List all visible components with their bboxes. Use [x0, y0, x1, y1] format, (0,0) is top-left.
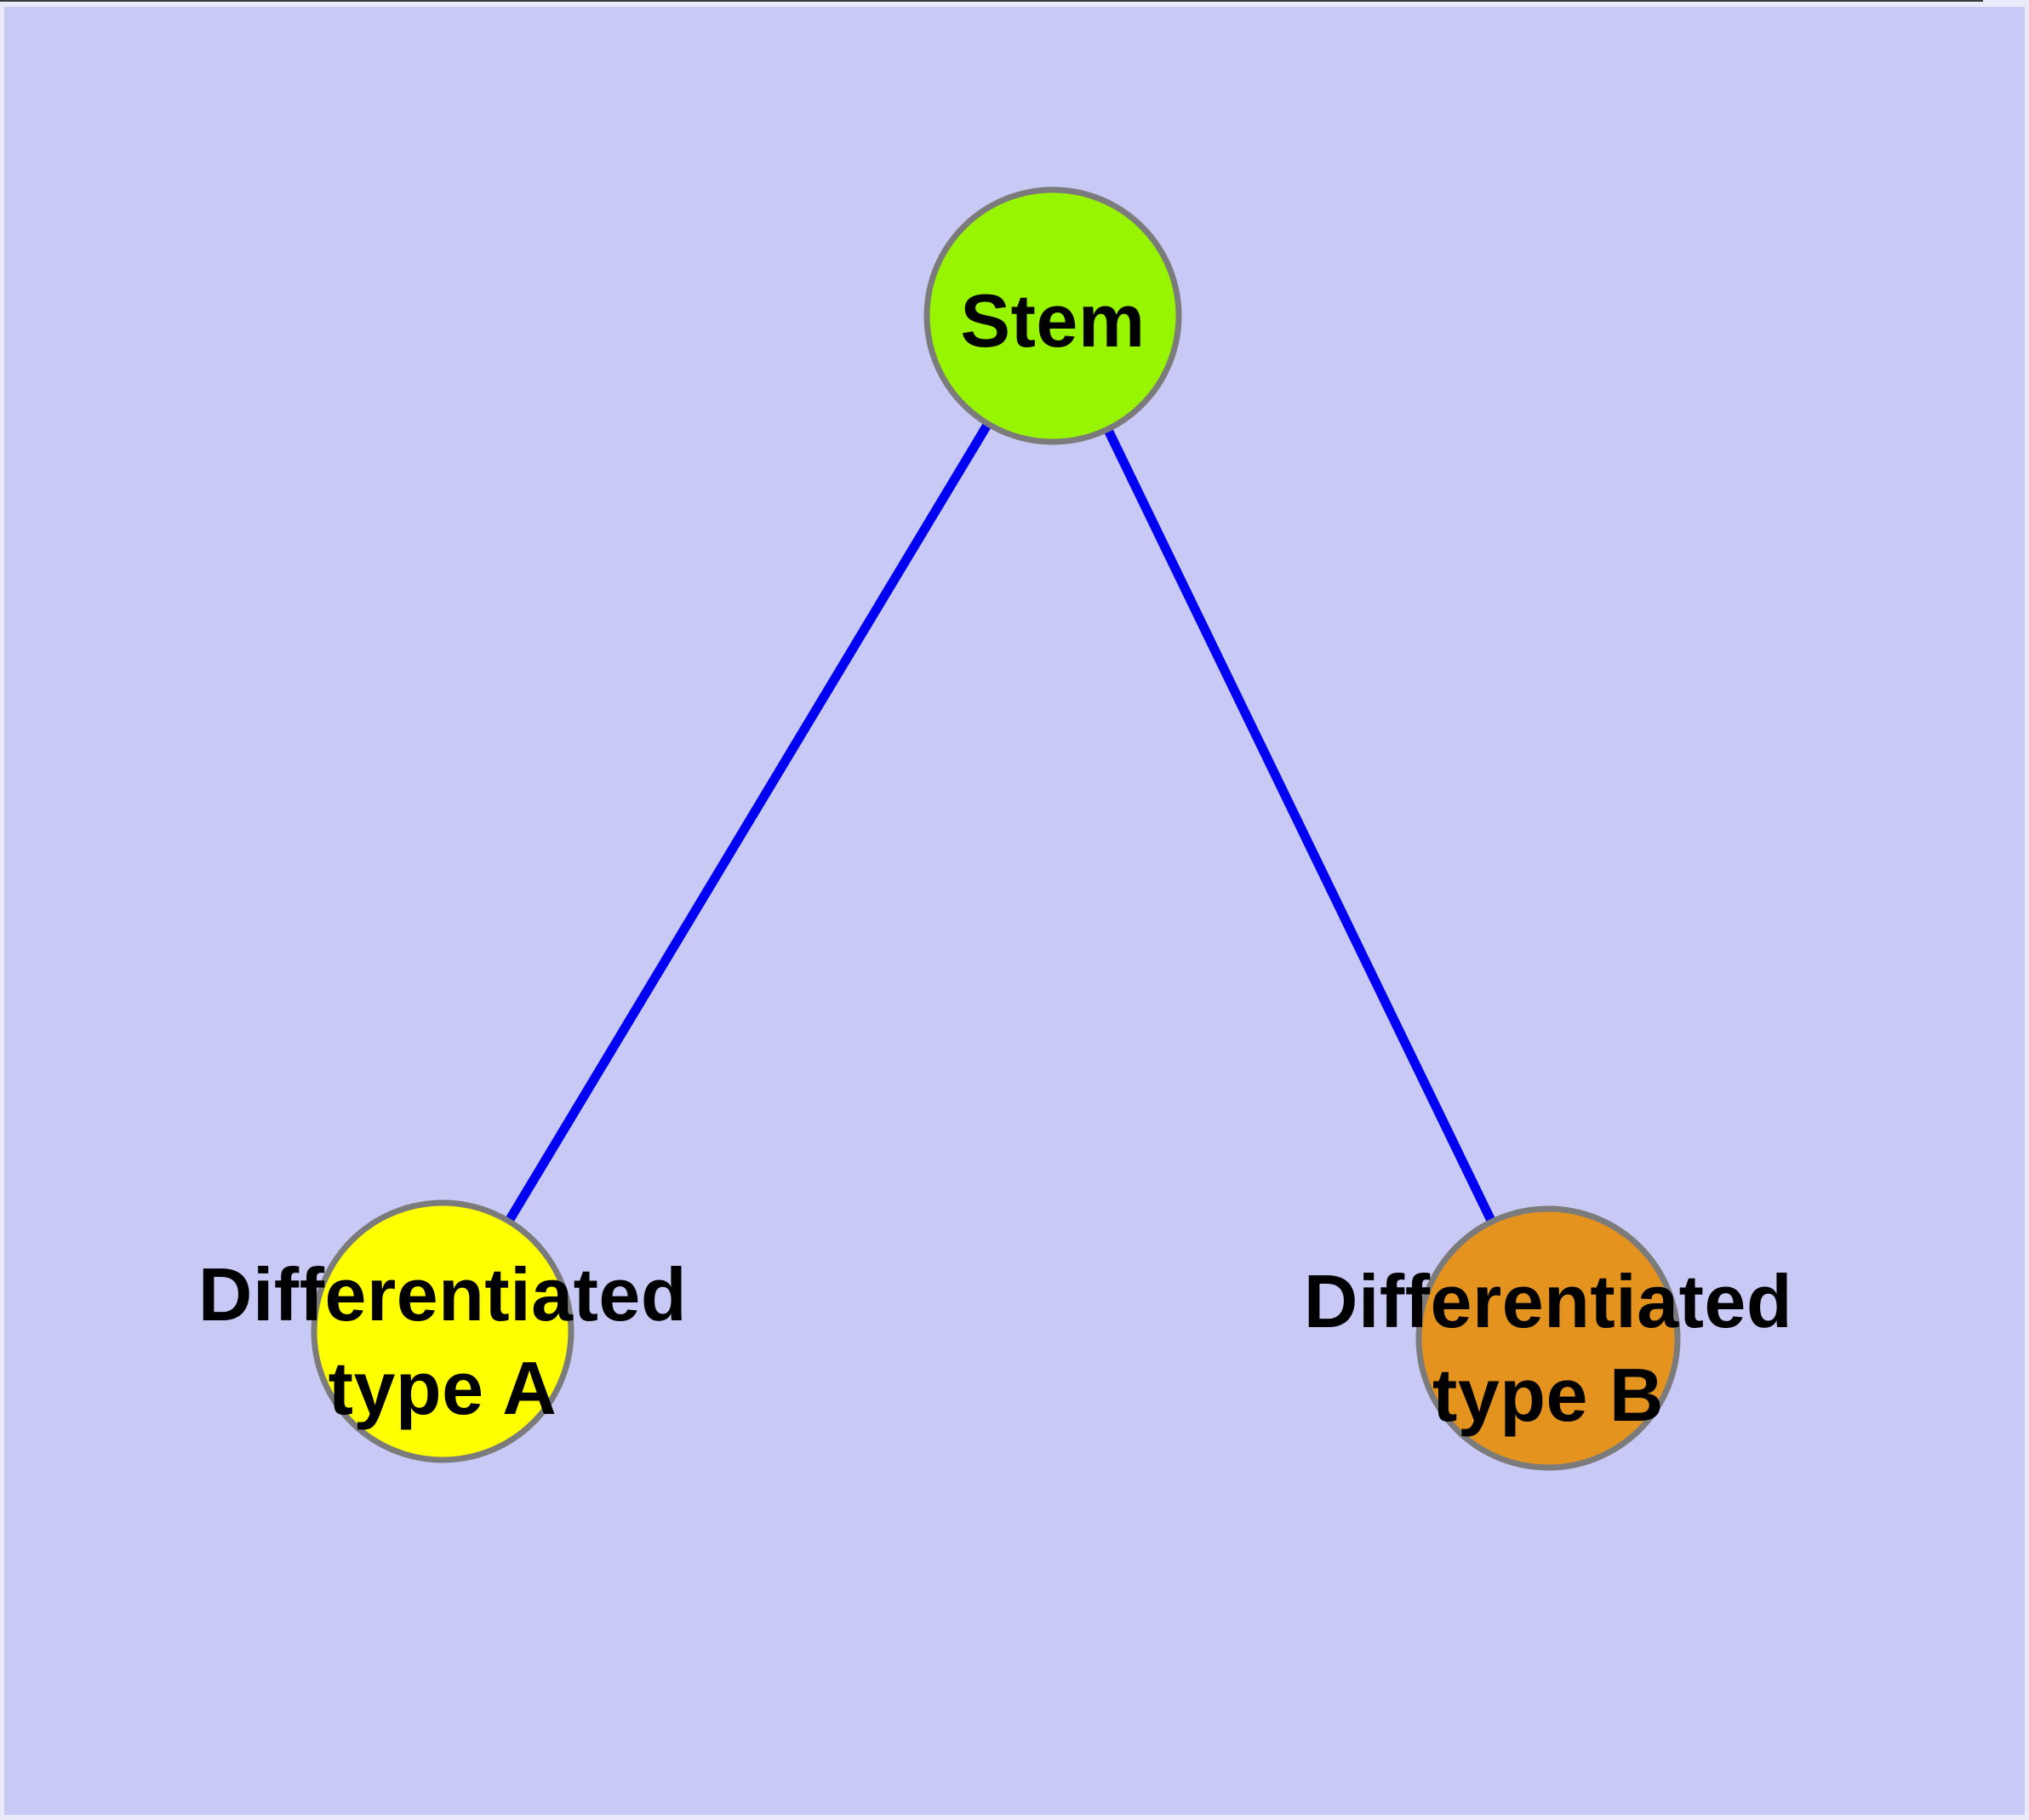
node-stem[interactable]	[923, 186, 1182, 445]
edge-stem-to-type-a	[438, 313, 1057, 1334]
node-differentiated-type-b[interactable]	[1415, 1205, 1681, 1471]
edge-stem-to-type-b	[1049, 313, 1552, 1341]
node-differentiated-type-a[interactable]	[311, 1199, 574, 1463]
